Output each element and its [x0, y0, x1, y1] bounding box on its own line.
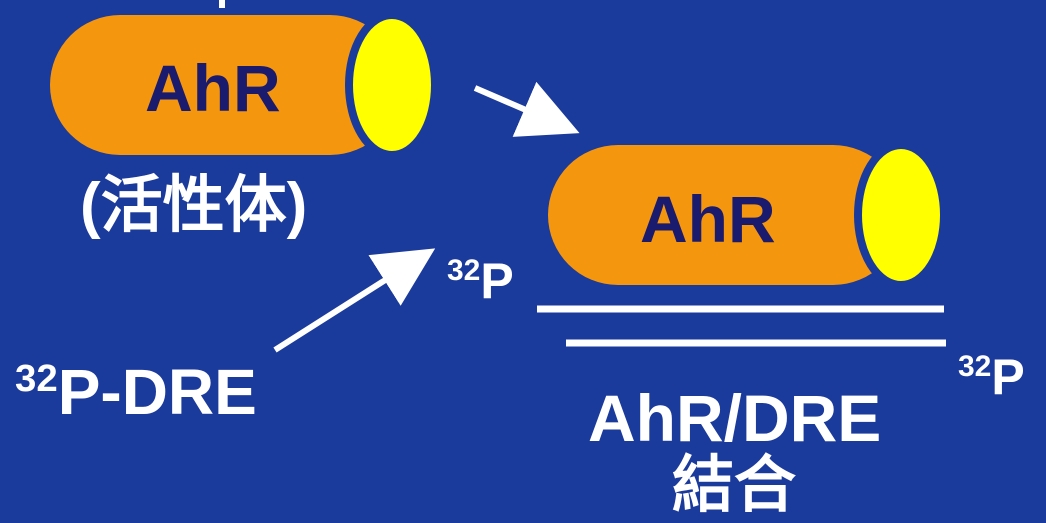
duplex-top-element: P: [480, 253, 514, 309]
duplex-top-isotope: 32: [447, 254, 481, 287]
result-label-line1: AhR/DRE: [588, 381, 882, 455]
receptor-free-ligand: [345, 11, 439, 159]
duplex-bottom-element: P: [991, 349, 1025, 405]
duplex-bottom-label: 32P: [958, 349, 1025, 405]
probe-suffix: -DRE: [100, 356, 257, 428]
arrow-receptor-to-complex: [473, 81, 580, 137]
arrow-probe-to-complex: [273, 248, 436, 353]
probe-label: 32P-DRE: [15, 356, 257, 424]
result-label-line2: 結合: [672, 451, 797, 520]
duplex-top-label: 32P: [447, 253, 514, 309]
probe-isotope: 32: [15, 356, 58, 400]
probe-element: P: [57, 356, 101, 428]
receptor-bound-cylinder: [548, 141, 948, 289]
duplex-bottom-isotope: 32: [958, 350, 992, 383]
receptor-free-label: AhR: [145, 51, 281, 125]
receptor-free-cylinder: [50, 11, 439, 159]
receptor-bound-ligand: [854, 141, 948, 289]
receptor-bound-label: AhR: [640, 182, 776, 256]
receptor-free-caption: (活性体): [80, 171, 308, 240]
